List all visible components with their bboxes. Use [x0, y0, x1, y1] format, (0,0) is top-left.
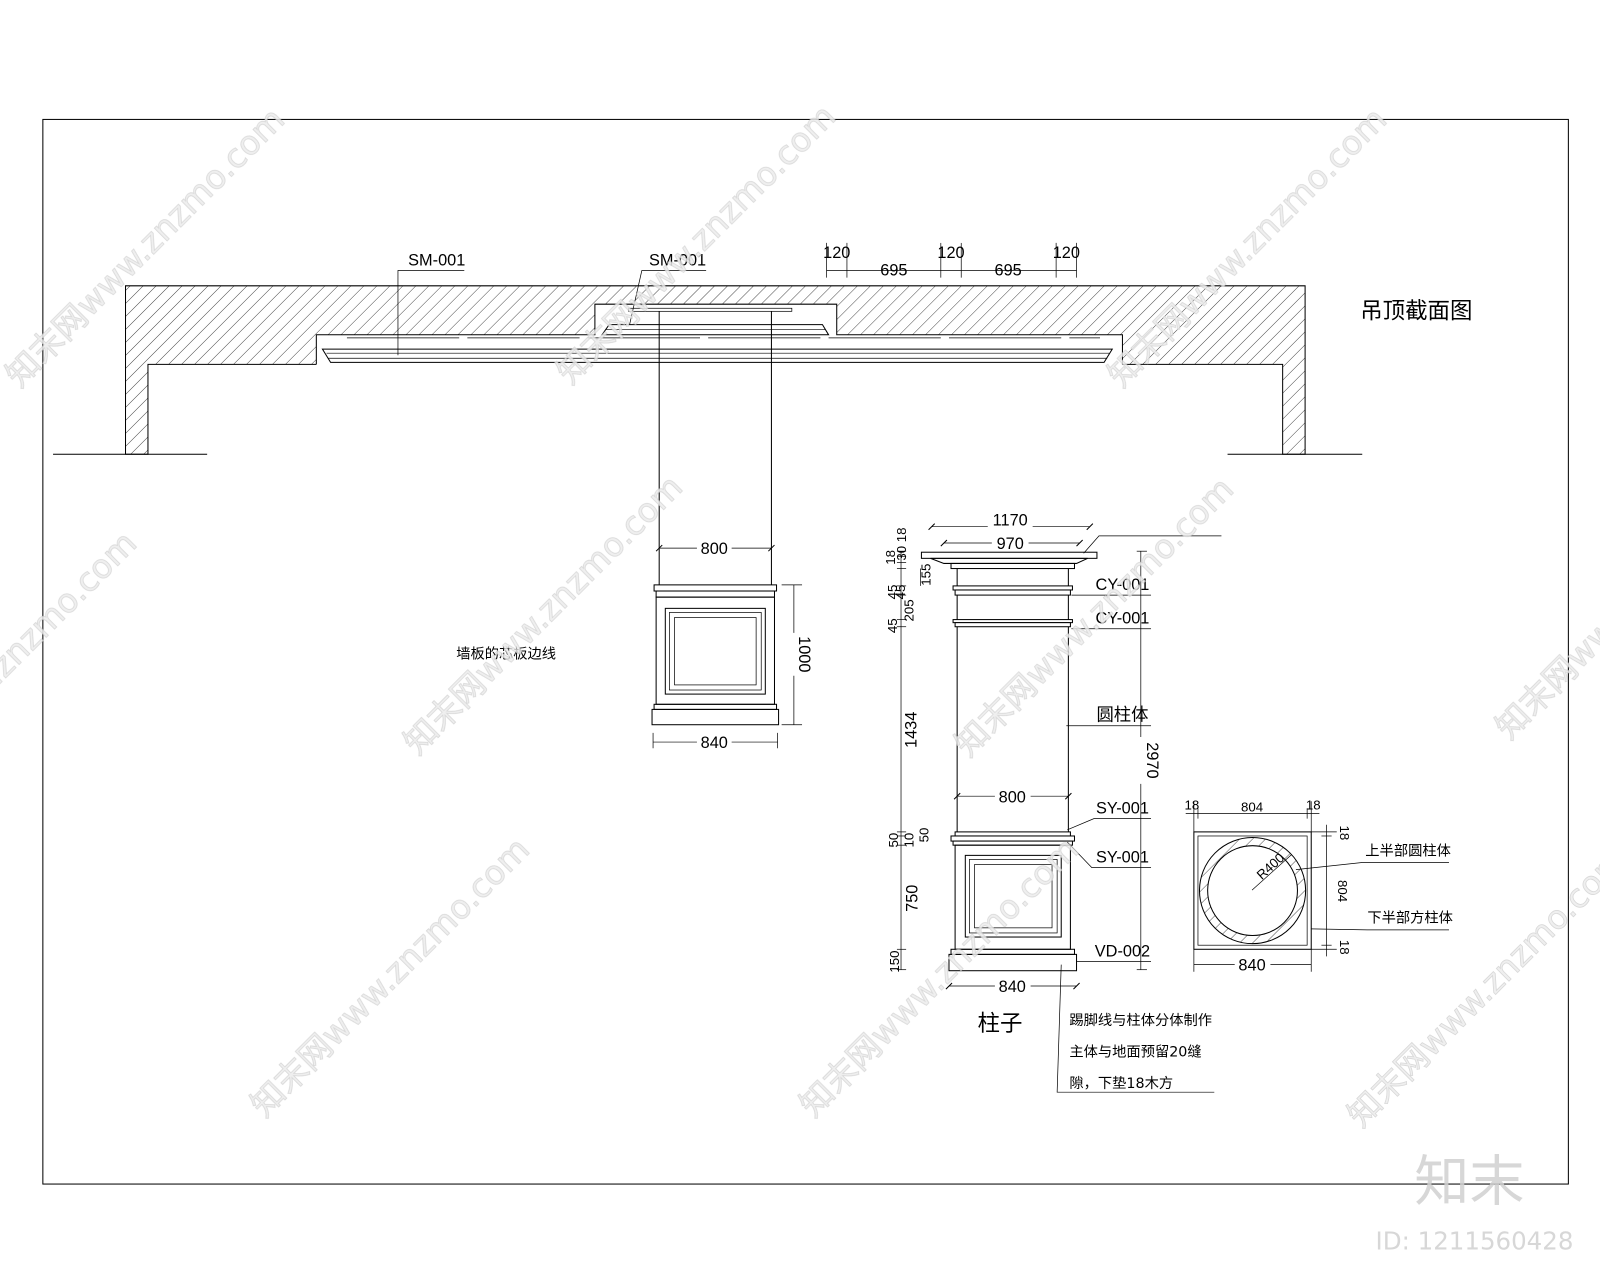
dim-left: 150	[887, 950, 902, 972]
watermark-text: 知末网www.znzmo.com	[792, 830, 1086, 1124]
column-base-panel-inner	[974, 864, 1053, 929]
cy-molding-lower	[954, 622, 1071, 628]
dim-left: 155	[919, 564, 934, 586]
leader-sm-left	[397, 270, 465, 356]
base-box	[655, 596, 775, 705]
dim-left: 18	[883, 550, 898, 565]
dim-base-840: 840	[701, 734, 728, 752]
wall-panel-note: 墙板的芯板边线	[456, 645, 556, 662]
wall-column-elevation: 800 1000 840 墙板的芯板边线	[456, 311, 813, 752]
dim-left: 45	[885, 618, 900, 633]
watermark-text: 知末网www.znzmo.com	[396, 468, 690, 762]
dim-base-840: 840	[999, 978, 1026, 996]
watermark-text: 知末网www.znzmo.com	[0, 524, 144, 818]
base-bottom-molding	[653, 703, 778, 710]
label-sm-left: SM-001	[408, 251, 465, 269]
column-plan-section: R400 18 804 18 18 804 18 840 上半部圆柱体 下半部方…	[1184, 797, 1452, 974]
dim-left: 10	[901, 833, 916, 848]
watermark-text: 知末网www.znzmo.com	[1340, 840, 1600, 1134]
base-panel-mid	[669, 612, 762, 691]
dim-cap-1170: 1170	[993, 512, 1028, 530]
cap-leader	[1083, 535, 1222, 554]
base-top-molding	[653, 584, 778, 592]
dim-695: 695	[880, 262, 907, 280]
label-shaft: 圆柱体	[1096, 706, 1148, 726]
dim-120: 120	[1053, 244, 1080, 262]
ceiling-section-title: 吊顶截面图	[1360, 298, 1472, 324]
label-plinth: VD-002	[1095, 942, 1150, 960]
label-cy-lower: CY-001	[1096, 610, 1150, 628]
dim-left: 45	[893, 585, 908, 600]
ceiling-board	[321, 348, 1114, 363]
column-plinth	[948, 953, 1078, 972]
note-leader	[1056, 964, 1215, 1093]
label-sm-center: SM-001	[649, 251, 706, 269]
square-outer	[1193, 831, 1312, 950]
watermark-layer: 知末网www.znzmo.com 知末网www.znzmo.com 知末网www…	[0, 97, 1600, 1255]
center-recess-board	[628, 307, 793, 312]
watermark-text: 知末网www.znzmo.com	[947, 470, 1241, 764]
watermark-id: ID: 1211560428	[1376, 1226, 1574, 1255]
ceiling-recess-outline	[315, 303, 1123, 365]
watermark-text: 知末网www.znzmo.com	[1488, 453, 1600, 747]
base-plinth	[651, 708, 780, 726]
column-elevation: 1170 970 800 84	[883, 512, 1222, 1093]
dim-total-2970: 2970	[1143, 742, 1161, 778]
dim-left: 50	[886, 833, 901, 848]
ceiling-section: SM-001 SM-001 120 695 120 695 120 吊顶截面图	[53, 242, 1472, 455]
base-panel-outer	[664, 607, 766, 695]
column-cap-molding	[930, 557, 1088, 564]
dim-left: 1434	[902, 712, 920, 748]
label-lower-square: 下半部方柱体	[1367, 910, 1453, 927]
dim-695: 695	[995, 262, 1022, 280]
dim-shaft-800: 800	[999, 788, 1026, 806]
dim-left: 45	[885, 585, 900, 600]
column-left-dimension-chain: 18 30 18 155 45 45 205 45 1434 50 10 50 …	[883, 527, 934, 972]
watermark-text: 知末网www.znzmo.com	[243, 830, 537, 1124]
plan-dim-right: 18	[1337, 940, 1352, 955]
column-base-panel-mid	[969, 859, 1058, 934]
base-top-molding	[655, 590, 775, 598]
note-line: 隙，下垫18木方	[1069, 1075, 1173, 1092]
plan-dim-bottom: 840	[1238, 957, 1265, 975]
column-base-panel-outer	[964, 854, 1062, 938]
cy-molding-upper	[954, 589, 1071, 596]
round-shaft-core	[1207, 845, 1298, 937]
dim-height-1000: 1000	[795, 636, 813, 672]
plan-dim-top: 18	[1306, 797, 1321, 812]
label-sy-upper: SY-001	[1096, 800, 1149, 818]
base-panel-inner	[674, 617, 757, 686]
dim-left: 18	[894, 527, 909, 542]
dim-cap-970: 970	[997, 535, 1024, 553]
column-cap-neck	[950, 562, 1075, 570]
dim-left: 50	[917, 828, 932, 843]
watermark-logo: 知末	[1414, 1149, 1524, 1213]
note-line: 踢脚线与柱体分体制作	[1069, 1012, 1212, 1029]
label-sy-lower: SY-001	[1096, 849, 1149, 867]
radius-line	[1251, 854, 1293, 891]
label-upper-round: 上半部圆柱体	[1365, 842, 1451, 859]
dim-left: 30	[894, 546, 909, 561]
plan-dim-top: 804	[1241, 799, 1263, 814]
dim-left: 205	[901, 599, 916, 621]
column-title: 柱子	[978, 1011, 1023, 1037]
leader-sm-center	[629, 270, 707, 325]
plan-dim-right: 18	[1337, 826, 1352, 841]
ceiling-dimension-chain: 120 695 120 695 120	[823, 242, 1080, 280]
note-line: 主体与地面预留20缝	[1069, 1043, 1201, 1060]
cy-molding-upper	[952, 585, 1073, 591]
label-cy-upper: CY-001	[1096, 576, 1150, 594]
plan-dim-top: 18	[1184, 797, 1199, 812]
drawing-frame	[42, 118, 1569, 1185]
plan-dim-right: 804	[1335, 880, 1350, 902]
square-inner	[1197, 835, 1308, 946]
dim-left: 750	[903, 885, 921, 912]
dim-120: 120	[937, 244, 964, 262]
dim-120: 120	[823, 244, 850, 262]
dim-width-800: 800	[701, 540, 728, 558]
